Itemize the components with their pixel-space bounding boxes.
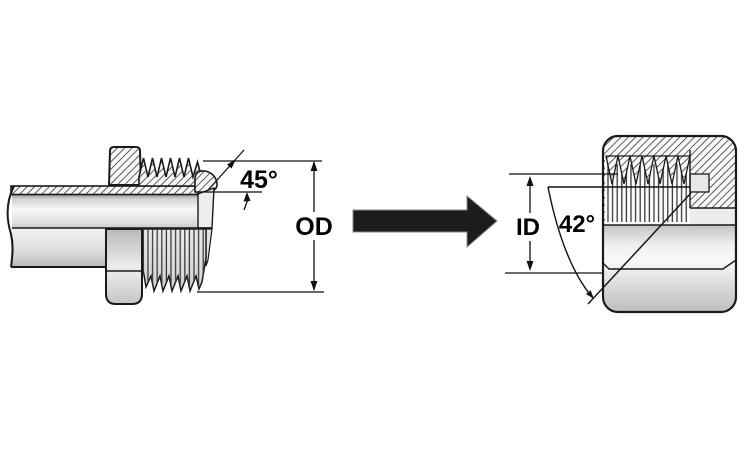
nut-internal-threads [605,155,691,185]
angle-45-label: 45° [240,166,278,194]
od-label: OD [295,213,333,241]
tube-lower-wall [11,228,107,267]
tube-break-edge [6,185,15,268]
tube-bore [12,194,198,228]
nut-facet-line [603,259,736,270]
od-arrow-up [310,161,318,171]
angle-45-dimension [203,149,322,211]
nut-outline [601,134,738,314]
nose-face-lower [205,228,213,267]
arc-arrowhead [586,290,594,299]
nut-bottom-facet [603,269,736,312]
seat-notch [689,173,710,193]
angle-42-label: 42° [559,211,595,238]
nose-face-upper [197,186,215,229]
id-dimension [505,173,618,274]
female-nut-drawing [587,134,738,314]
hex-nut-bottom [105,228,143,305]
id-arrow-down [526,261,534,271]
od-dimension [197,161,324,293]
male-threads-bottom-lines [143,229,206,291]
leader-arrowhead [243,192,251,202]
id-arrow-up [526,176,534,186]
hex-section-top [107,146,143,186]
od-arrow-down [310,281,318,291]
nut-bore-end-band [690,208,736,225]
male-fitting-drawing [6,146,218,305]
angle-42-arc [547,186,593,298]
angle-line [208,149,245,190]
angle-arrowhead [227,159,236,169]
angle-42-dimension [547,186,690,299]
nut-mid-band [603,225,736,269]
tube-wall-hatch [10,185,199,196]
transform-arrow-icon [352,194,498,249]
seat-cone-line [587,192,692,305]
id-label: ID [516,214,540,241]
male-threads-top [138,157,203,187]
